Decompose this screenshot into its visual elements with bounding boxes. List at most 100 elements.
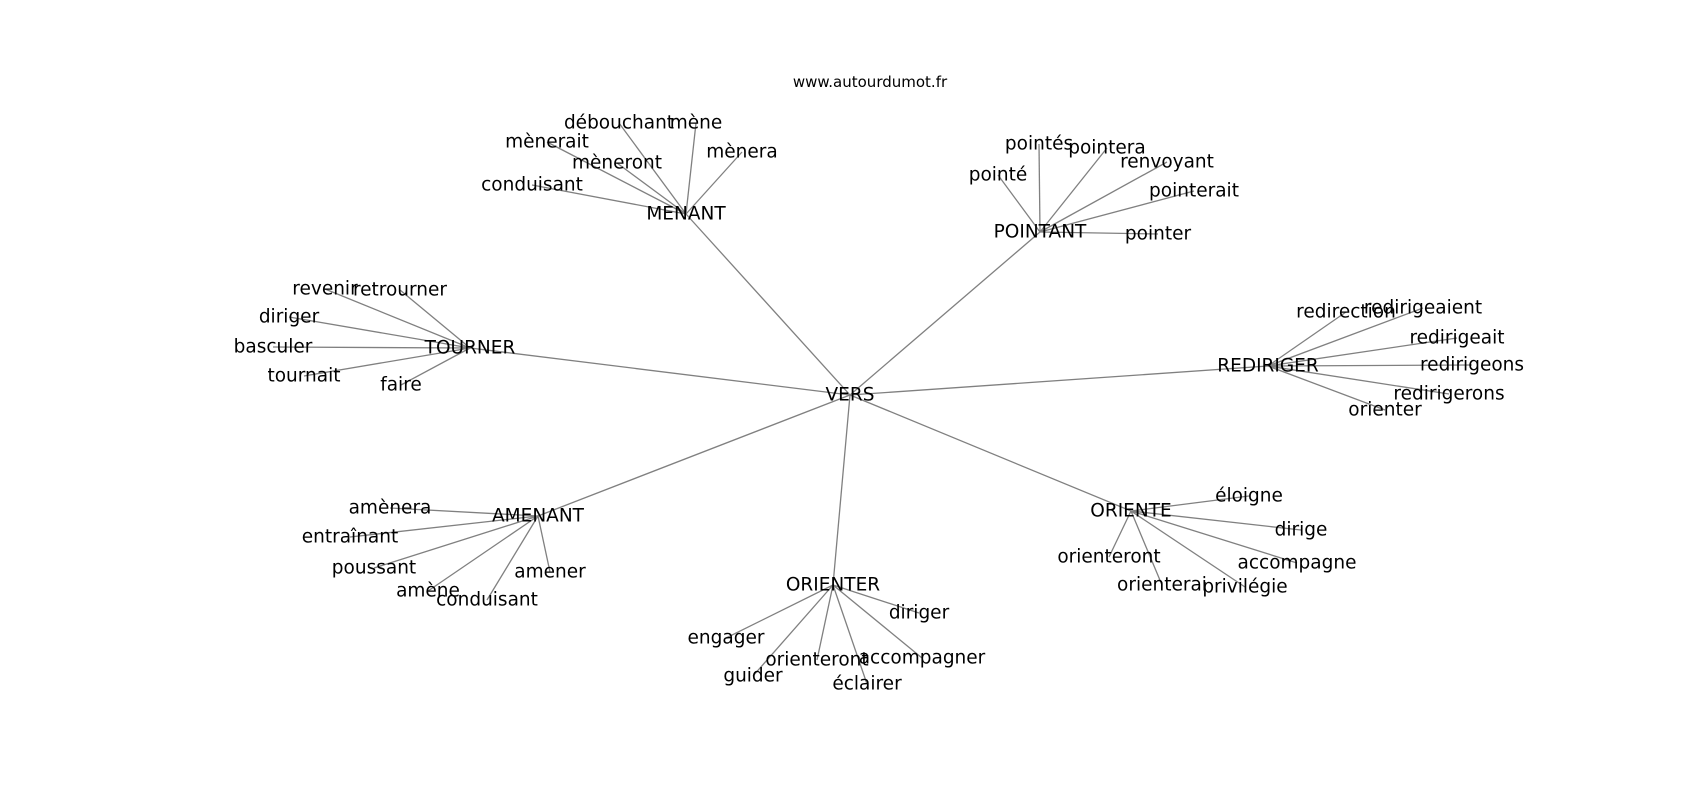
leaf-node: redirigeaient bbox=[1364, 298, 1482, 319]
hub-node-tourner: TOURNER bbox=[424, 338, 516, 359]
hub-node-rediriger: REDIRIGER bbox=[1217, 356, 1319, 377]
edge-rediriger-leaf bbox=[1267, 337, 1458, 367]
leaf-node: revenir bbox=[292, 279, 358, 300]
leaf-node: pointerait bbox=[1149, 181, 1239, 202]
leaf-node: redirigeait bbox=[1409, 328, 1504, 349]
leaf-node: diriger bbox=[889, 603, 950, 624]
edge-oriente-leaf bbox=[1108, 510, 1132, 558]
leaf-node: faire bbox=[380, 375, 422, 396]
leaf-node: amènera bbox=[349, 498, 432, 519]
edge-vers-orienter bbox=[832, 394, 851, 586]
leaf-node: poussant bbox=[332, 558, 416, 579]
leaf-node: tournait bbox=[267, 366, 340, 387]
leaf-node: mènera bbox=[706, 142, 777, 163]
hub-node-menant: MENANT bbox=[646, 204, 726, 225]
edge-orienter-leaf bbox=[832, 584, 868, 685]
leaf-node: redirigerons bbox=[1393, 384, 1504, 405]
leaf-node: entraînant bbox=[302, 527, 398, 548]
leaf-node: pointés bbox=[1005, 134, 1073, 155]
center-node: VERS bbox=[826, 385, 875, 406]
leaf-node: amener bbox=[514, 562, 586, 583]
edge-orienter-leaf bbox=[832, 584, 923, 659]
edge-oriente-leaf bbox=[1130, 510, 1246, 588]
leaf-node: accompagner bbox=[859, 648, 986, 669]
edge-amenant-leaf bbox=[373, 515, 539, 569]
leaf-node: mèneront bbox=[572, 153, 662, 174]
edge-menant-leaf bbox=[546, 141, 687, 215]
hub-node-orienter: ORIENTER bbox=[786, 575, 880, 596]
edge-vers-amenant bbox=[537, 394, 851, 517]
edge-amenant-leaf bbox=[349, 515, 539, 538]
edge-tourner-leaf bbox=[400, 347, 471, 386]
edge-amenant-leaf bbox=[427, 515, 539, 592]
edge-oriente-leaf bbox=[1130, 495, 1250, 512]
leaf-node: renvoyant bbox=[1120, 152, 1214, 173]
edge-menant-leaf bbox=[685, 151, 743, 215]
edge-rediriger-leaf bbox=[1267, 365, 1450, 395]
graph-labels: www.autourdumot.fr VERSMENANTdébouchantm… bbox=[234, 73, 1524, 695]
edge-rediriger-leaf bbox=[1267, 365, 1386, 411]
edge-rediriger-leaf bbox=[1267, 311, 1347, 367]
edge-menant-leaf bbox=[618, 122, 687, 215]
edge-amenant-leaf bbox=[389, 507, 539, 517]
edge-pointant-leaf bbox=[1039, 190, 1195, 233]
edge-pointant-leaf bbox=[1039, 147, 1108, 233]
leaf-node: engager bbox=[688, 628, 765, 649]
edge-oriente-leaf bbox=[1130, 510, 1163, 586]
edge-orienter-leaf bbox=[816, 584, 834, 661]
edge-vers-tourner bbox=[469, 347, 851, 396]
leaf-node: orienteront bbox=[765, 650, 868, 671]
edge-oriente-leaf bbox=[1130, 510, 1298, 564]
leaf-node: privilégie bbox=[1202, 577, 1287, 598]
edge-pointant-leaf bbox=[997, 174, 1041, 233]
leaf-node: orienteront bbox=[1057, 547, 1160, 568]
leaf-node: pointer bbox=[1125, 224, 1192, 245]
edge-menant-leaf bbox=[616, 162, 687, 215]
edge-menant-leaf bbox=[685, 122, 697, 215]
leaf-node: amène bbox=[396, 581, 460, 602]
leaf-node: accompagne bbox=[1238, 553, 1357, 574]
leaf-node: éclairer bbox=[832, 674, 902, 695]
edge-tourner-leaf bbox=[324, 288, 471, 349]
leaf-node: conduisant bbox=[436, 590, 538, 611]
leaf-node: orienterai bbox=[1117, 575, 1207, 596]
leaf-node: diriger bbox=[259, 307, 320, 328]
leaf-node: redirection bbox=[1296, 302, 1396, 323]
hub-node-pointant: POINTANT bbox=[994, 222, 1087, 243]
leaf-node: éloigne bbox=[1215, 486, 1283, 507]
edge-tourner-leaf bbox=[399, 289, 471, 349]
edge-vers-oriente bbox=[849, 394, 1132, 512]
edge-rediriger-leaf bbox=[1267, 364, 1473, 367]
leaf-node: pointé bbox=[969, 165, 1028, 186]
edge-oriente-leaf bbox=[1130, 510, 1302, 531]
edge-vers-pointant bbox=[849, 231, 1041, 396]
hub-node-amenant: AMENANT bbox=[492, 506, 585, 527]
edge-tourner-leaf bbox=[272, 346, 471, 349]
edge-amenant-leaf bbox=[486, 515, 539, 601]
leaf-node: retrourner bbox=[353, 280, 447, 301]
edge-menant-leaf bbox=[531, 184, 687, 215]
edge-orienter-leaf bbox=[725, 584, 834, 639]
edge-pointant-leaf bbox=[1038, 143, 1041, 233]
edge-pointant-leaf bbox=[1039, 231, 1159, 235]
source-url: www.autourdumot.fr bbox=[793, 73, 948, 91]
leaf-node: mène bbox=[670, 113, 723, 134]
leaf-node: conduisant bbox=[481, 175, 583, 196]
edge-vers-rediriger bbox=[849, 365, 1269, 396]
hub-node-oriente: ORIENTE bbox=[1090, 501, 1171, 522]
edge-vers-menant bbox=[685, 213, 851, 396]
leaf-node: basculer bbox=[234, 337, 313, 358]
leaf-node: redirigeons bbox=[1420, 355, 1524, 376]
leaf-node: guider bbox=[723, 666, 783, 687]
leaf-node: orienter bbox=[1348, 400, 1422, 421]
leaf-node: débouchant bbox=[564, 113, 674, 134]
edge-orienter-leaf bbox=[752, 584, 834, 677]
edge-tourner-leaf bbox=[303, 347, 471, 377]
edge-rediriger-leaf bbox=[1267, 307, 1424, 367]
leaf-node: mènerait bbox=[505, 132, 589, 153]
graph-edges bbox=[272, 122, 1473, 685]
leaf-node: dirige bbox=[1275, 520, 1328, 541]
edge-pointant-leaf bbox=[1039, 161, 1168, 233]
edge-amenant-leaf bbox=[537, 515, 551, 573]
